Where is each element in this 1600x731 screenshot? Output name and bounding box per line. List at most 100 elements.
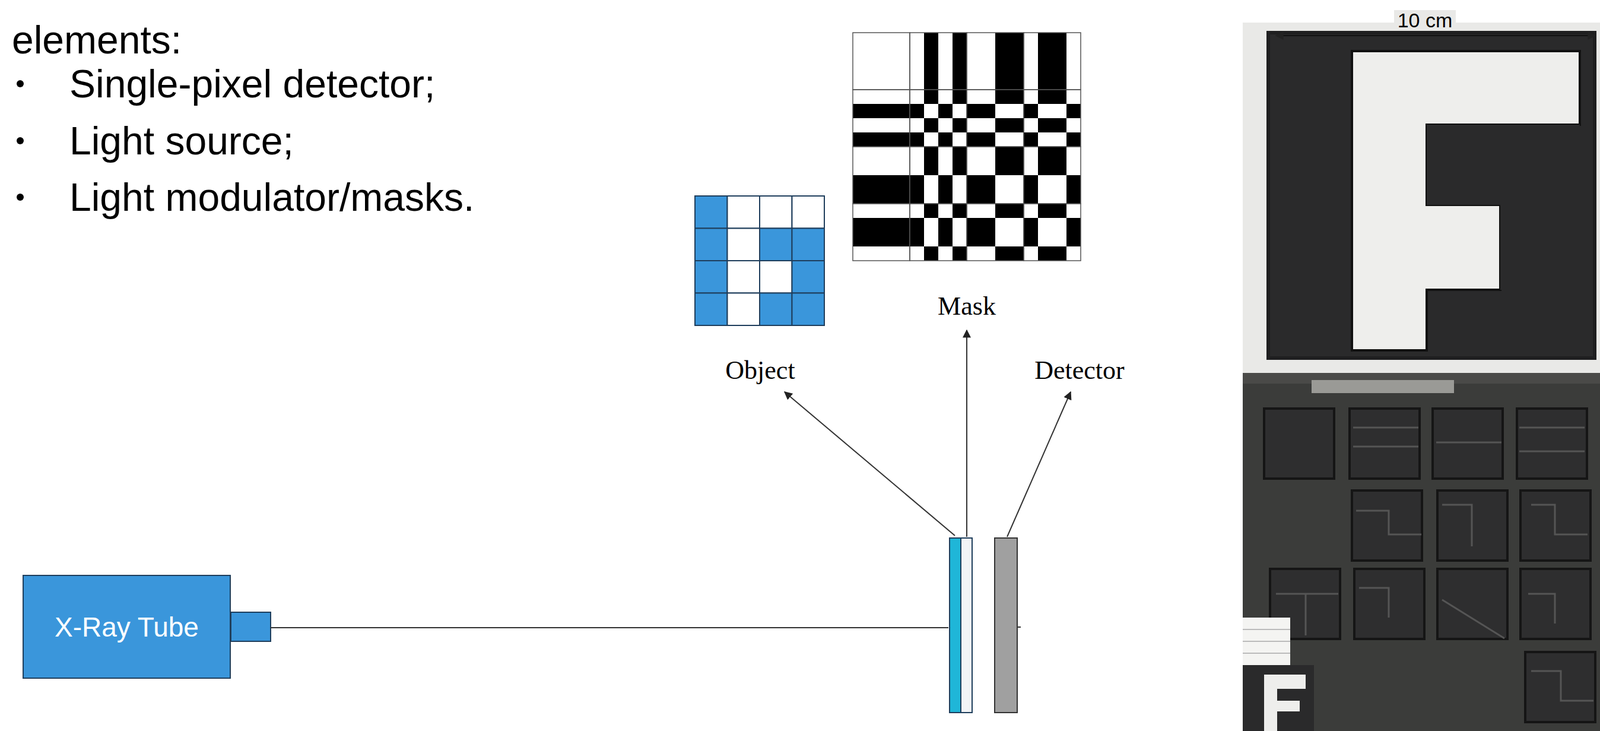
mask-cell [1037, 32, 1053, 47]
mask-cell [966, 175, 982, 190]
bullet [16, 193, 24, 201]
mask-cell [909, 232, 925, 247]
mask-cell [938, 175, 953, 190]
mask-cell [867, 175, 882, 190]
mask-cell [966, 217, 982, 233]
mask-cell [1037, 160, 1053, 176]
detector-slab [994, 537, 1018, 713]
mask-block [966, 146, 1024, 204]
mask-cell [881, 103, 896, 119]
bullet-text: Single-pixel detector; [69, 64, 436, 104]
mask-cell [909, 217, 925, 233]
mask-block [852, 89, 910, 147]
object-pixel [759, 293, 793, 326]
mask-slab [960, 537, 973, 713]
mask-cell [1052, 203, 1067, 218]
mask-cell [952, 203, 967, 218]
mask-cell [1052, 89, 1067, 104]
mask-cell [938, 132, 953, 147]
mask-cell [1009, 89, 1024, 104]
mask-cell [1009, 160, 1024, 176]
mask-cell [881, 232, 896, 247]
mask-cell [909, 175, 925, 190]
beam-line [270, 626, 949, 628]
bullet-text: Light source; [69, 121, 294, 161]
mask-cell [952, 146, 967, 161]
mask-pattern [852, 32, 1081, 261]
mask-cell [966, 189, 982, 204]
mask-cell [909, 103, 925, 119]
mask-cell [924, 32, 939, 47]
mask-cell [1052, 46, 1067, 62]
dimension-line [1275, 35, 1596, 37]
mask-cell [1066, 189, 1081, 204]
mask-cell [924, 46, 939, 62]
part-label: Mask [937, 293, 996, 320]
mask-cell [1052, 246, 1067, 261]
mask-cell [1023, 232, 1038, 247]
mask-cell [924, 146, 939, 161]
object-pixel [694, 260, 728, 294]
mask-cell [924, 75, 939, 90]
mask-cell [909, 132, 925, 147]
mask-cell [852, 232, 868, 247]
object-pixel [694, 228, 728, 262]
mask-cell [895, 189, 910, 204]
mask-cell [938, 103, 953, 119]
mask-cell [924, 246, 939, 261]
mask-cell [881, 217, 896, 233]
mask-cell [1009, 61, 1024, 76]
mask-block [1023, 89, 1081, 147]
mask-cell [1066, 103, 1081, 119]
mask-cell [952, 160, 967, 176]
mask-cell [1066, 232, 1081, 247]
leader-line [966, 329, 968, 537]
mask-cell [1037, 203, 1053, 218]
mask-cell [981, 175, 996, 190]
mask-cell [995, 61, 1010, 76]
mask-cell [995, 75, 1010, 90]
leader-line [784, 391, 955, 536]
mask-cell [1037, 46, 1053, 62]
mask-block [852, 146, 910, 204]
mask-cell [895, 232, 910, 247]
mask-block [1023, 146, 1081, 204]
mask-cell [852, 132, 868, 147]
object-pixel [792, 195, 825, 229]
object-pixel [727, 260, 761, 294]
mask-block [1023, 203, 1081, 261]
mask-cell [966, 132, 982, 147]
object-pixel [792, 228, 825, 262]
mask-cell [1009, 118, 1024, 133]
mask-block [909, 146, 967, 204]
object-pixel [759, 228, 793, 262]
mask-cell [1023, 189, 1038, 204]
mask-cell [981, 189, 996, 204]
mask-cell [995, 89, 1010, 104]
mask-cell [1066, 175, 1081, 190]
mask-cell [1052, 61, 1067, 76]
part-label: Object [725, 357, 795, 384]
mask-cell [924, 61, 939, 76]
mask-cell [924, 89, 939, 104]
mask-block [966, 203, 1024, 261]
mask-cell [1066, 217, 1081, 233]
object-pixel [792, 293, 825, 326]
detector-tick [1017, 626, 1021, 628]
mask-cell [867, 132, 882, 147]
mask-cell [1009, 146, 1024, 161]
object-pixel [694, 195, 728, 229]
mask-cell [952, 89, 967, 104]
mask-cell [881, 132, 896, 147]
mask-cell [924, 118, 939, 133]
mask-block [909, 32, 967, 90]
mask-cell [1009, 75, 1024, 90]
mask-cell [867, 103, 882, 119]
mask-cell [924, 203, 939, 218]
mask-cell [867, 189, 882, 204]
mask-cell [909, 189, 925, 204]
mask-cell [852, 175, 868, 190]
mask-cell [1052, 32, 1067, 47]
mask-cell [1037, 246, 1053, 261]
